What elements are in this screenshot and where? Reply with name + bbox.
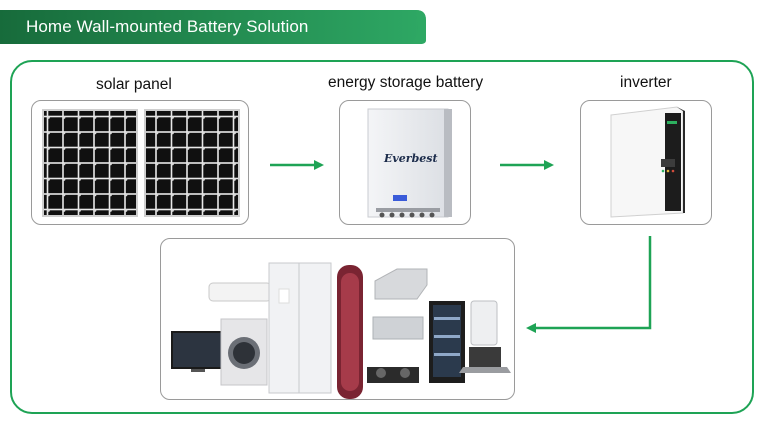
solar-panel-label: solar panel xyxy=(96,76,172,94)
appliances-box xyxy=(160,238,515,400)
battery-brand-logo: Everbest xyxy=(384,152,438,165)
solar-panel-box xyxy=(31,100,249,225)
battery-label: energy storage battery xyxy=(328,74,483,92)
inverter-icon xyxy=(581,101,711,224)
inverter-label: inverter xyxy=(620,74,672,92)
battery-box: Everbest xyxy=(339,100,471,225)
page-title: Home Wall-mounted Battery Solution xyxy=(26,17,308,37)
solar-panel-icon xyxy=(32,101,248,224)
home-appliances-icon xyxy=(161,239,514,399)
inverter-box xyxy=(580,100,712,225)
